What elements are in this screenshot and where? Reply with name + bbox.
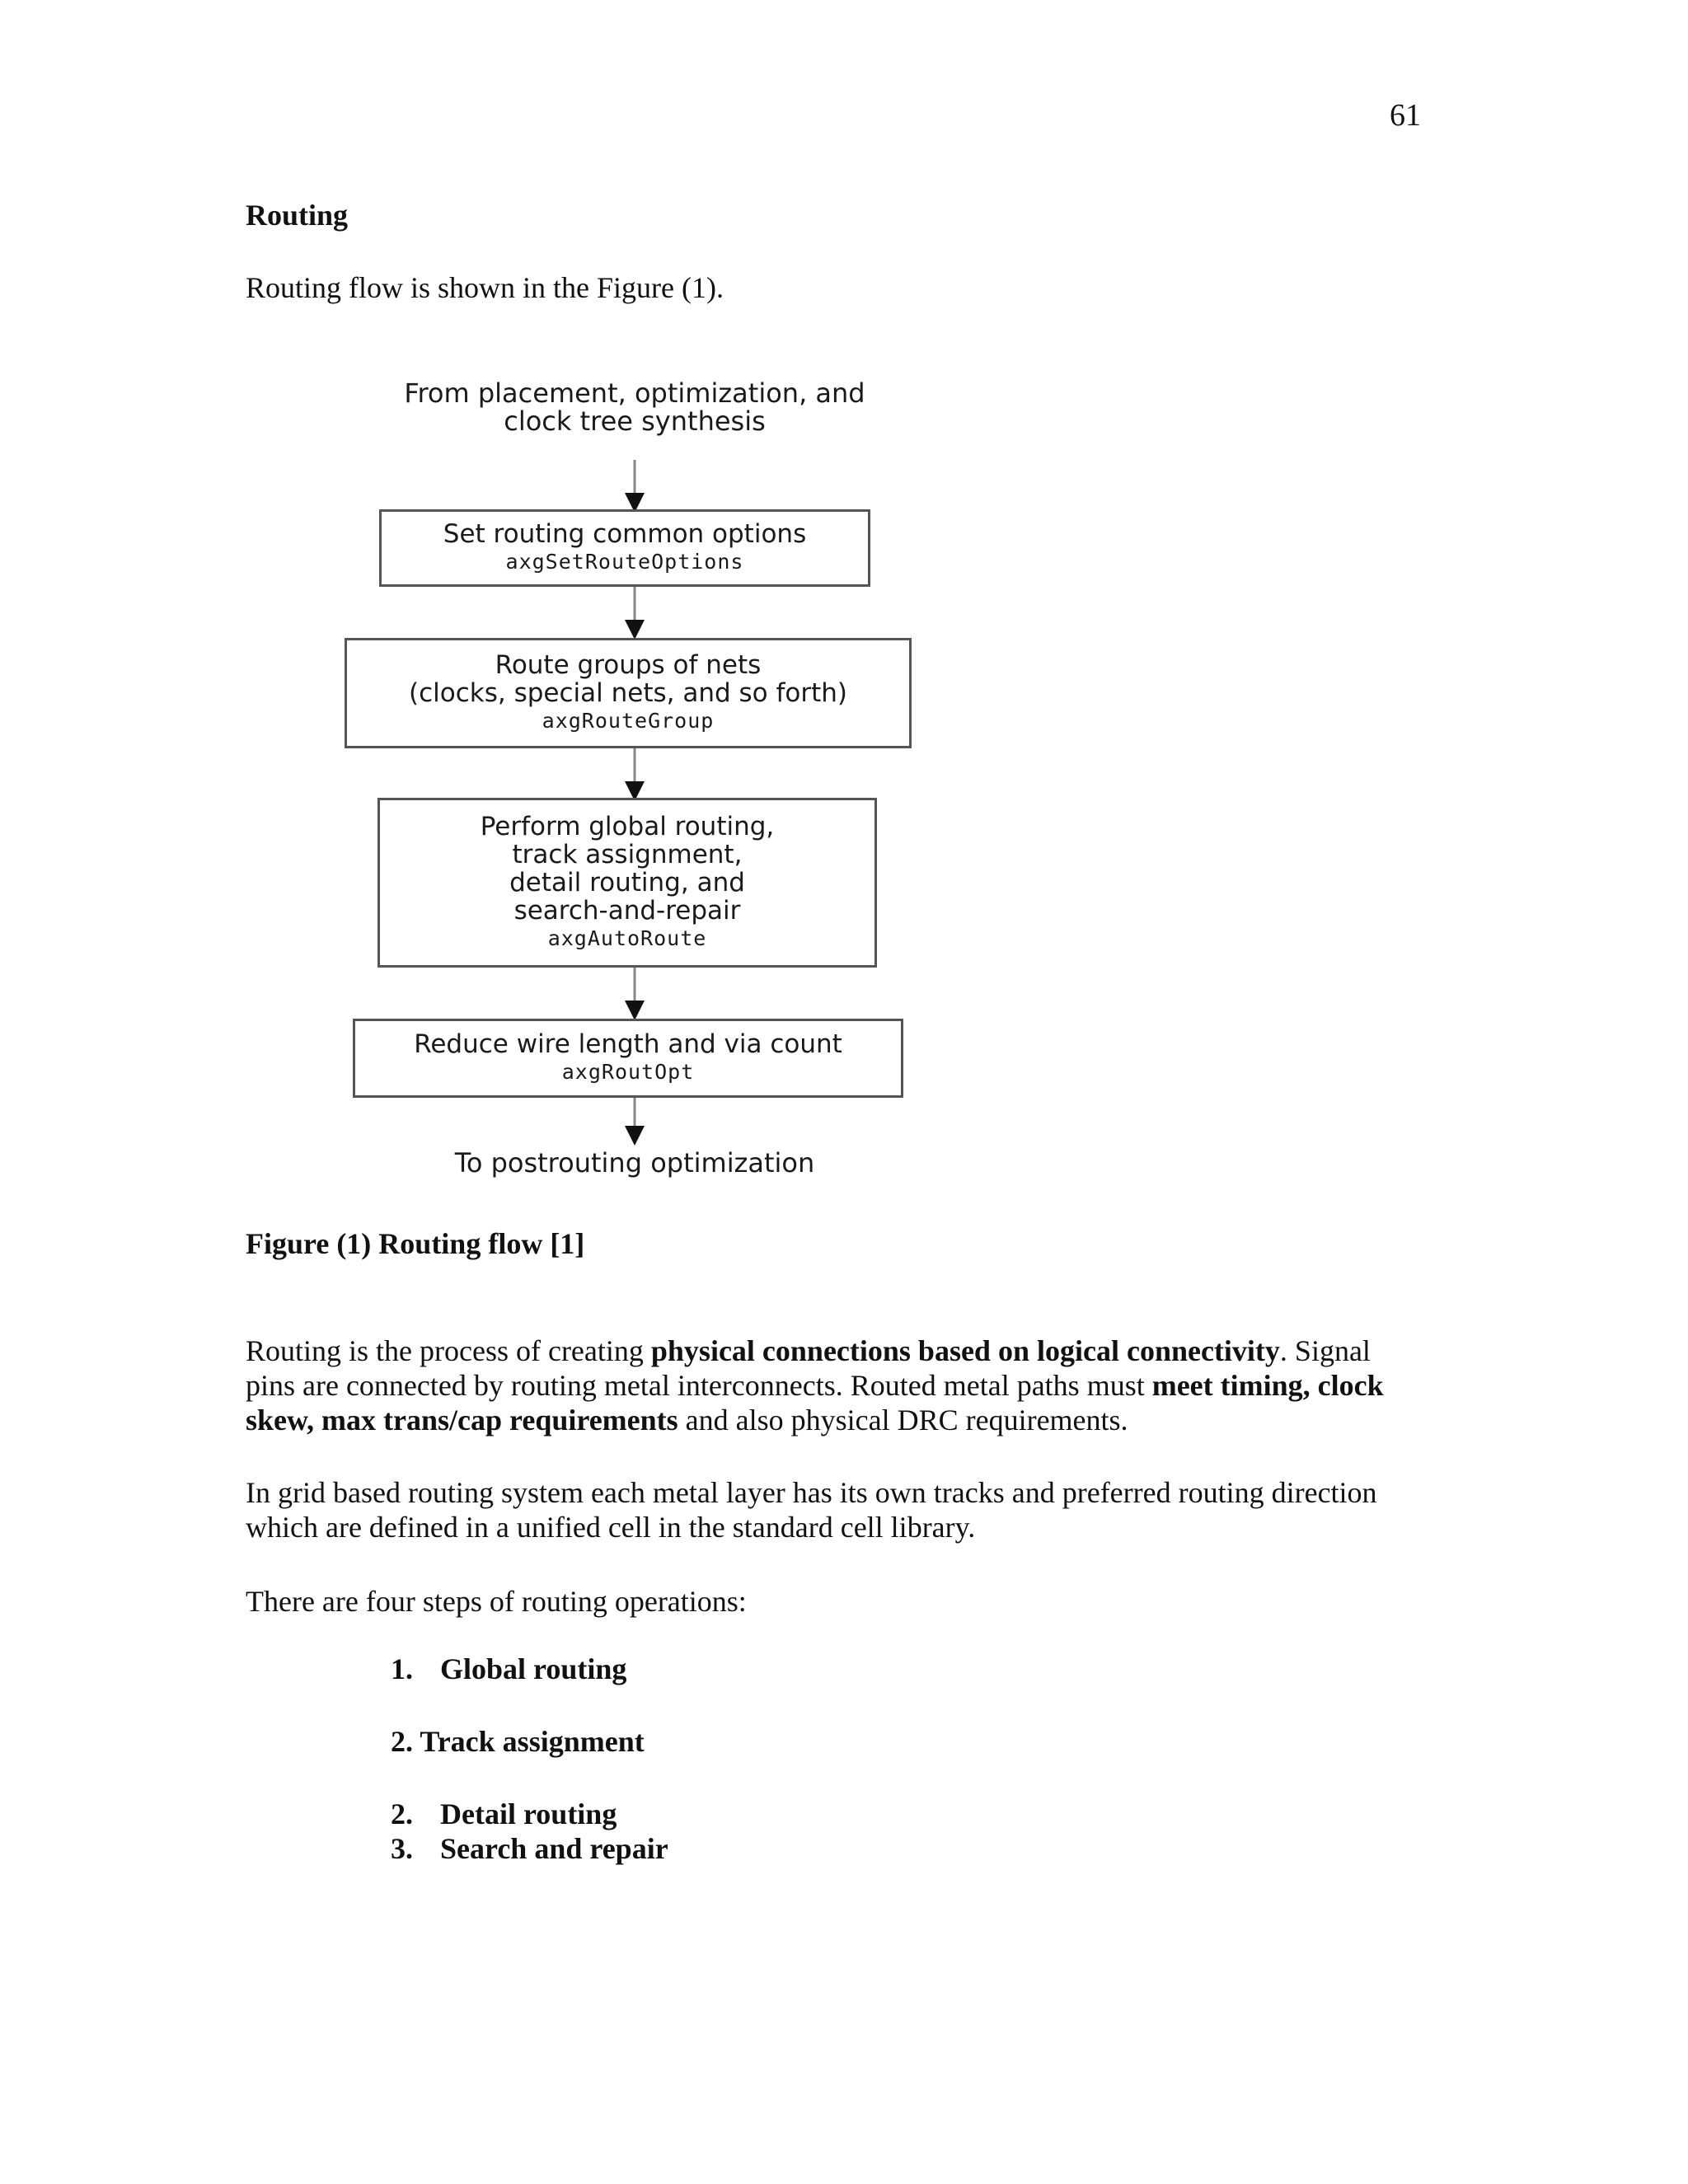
flow-box-command: axgAutoRoute	[547, 926, 707, 950]
page-number: 61	[1390, 98, 1421, 133]
flow-arrow	[625, 968, 645, 1020]
flow-box-label: (clocks, special nets, and so forth)	[409, 678, 847, 708]
flow-box-command: axgRoutOpt	[561, 1060, 695, 1084]
step-label: Search and repair	[440, 1832, 668, 1865]
flow-end-text: To postrouting optimization	[454, 1147, 815, 1179]
step-number: 2.	[391, 1725, 413, 1758]
body-paragraph-1: Routing is the process of creating physi…	[246, 1333, 1416, 1437]
flow-arrow	[625, 748, 645, 801]
routing-flowchart: From placement, optimization, and clock …	[330, 371, 940, 1195]
flow-box-label: search-and-repair	[513, 896, 741, 926]
section-heading: Routing	[246, 199, 349, 232]
text-run: Routing is the process of creating	[246, 1334, 651, 1367]
body-paragraph-2: In grid based routing system each metal …	[246, 1476, 1377, 1544]
flow-arrow	[625, 460, 645, 513]
step-item: 2. Track assignment	[391, 1724, 645, 1759]
flow-start-line: clock tree synthesis	[504, 405, 766, 437]
flow-box-label: Reduce wire length and via count	[414, 1029, 842, 1059]
step-item: 1. Global routing	[391, 1652, 626, 1686]
step-item: 2. Detail routing	[391, 1797, 617, 1831]
flow-box-route-opt: Reduce wire length and via count axgRout…	[353, 1019, 903, 1098]
bold-text-run: meet timing, clock skew, max trans/cap r…	[246, 1369, 1384, 1436]
text-run: and also physical DRC requirements.	[678, 1404, 1128, 1436]
intro-paragraph: Routing flow is shown in the Figure (1).	[246, 271, 724, 304]
figure-caption: Figure (1) Routing flow [1]	[246, 1227, 585, 1260]
flow-box-command: axgSetRouteOptions	[505, 550, 744, 574]
step-label: Global routing	[440, 1652, 627, 1685]
body-paragraph-3: There are four steps of routing operatio…	[246, 1585, 747, 1618]
bold-text-run: physical connections based on logical co…	[650, 1334, 1280, 1367]
flow-box-label: Perform global routing,	[480, 812, 775, 841]
flow-box-label: Set routing common options	[443, 519, 807, 549]
step-label: Detail routing	[440, 1797, 617, 1830]
step-number: 2.	[391, 1797, 413, 1830]
step-number: 1.	[391, 1652, 413, 1685]
flow-box-label: track assignment,	[512, 840, 743, 869]
step-label: Track assignment	[420, 1725, 645, 1758]
step-number: 3.	[391, 1832, 413, 1865]
flow-box-auto-route: Perform global routing, track assignment…	[377, 798, 877, 968]
flow-arrow	[625, 587, 645, 640]
flow-arrow	[625, 1098, 645, 1146]
text-run: . Signal pins are connected by routing m…	[246, 1334, 1371, 1402]
flow-box-command: axgRouteGroup	[542, 709, 715, 733]
flow-box-label: Route groups of nets	[495, 650, 762, 680]
step-item: 3. Search and repair	[391, 1831, 668, 1866]
flow-box-route-group: Route groups of nets (clocks, special ne…	[345, 638, 912, 748]
flow-box-route-options: Set routing common options axgSetRouteOp…	[379, 509, 870, 587]
flow-start-text: From placement, optimization, and clock …	[330, 379, 940, 435]
flow-start-line: From placement, optimization, and	[404, 377, 865, 409]
flow-box-label: detail routing, and	[509, 868, 745, 898]
